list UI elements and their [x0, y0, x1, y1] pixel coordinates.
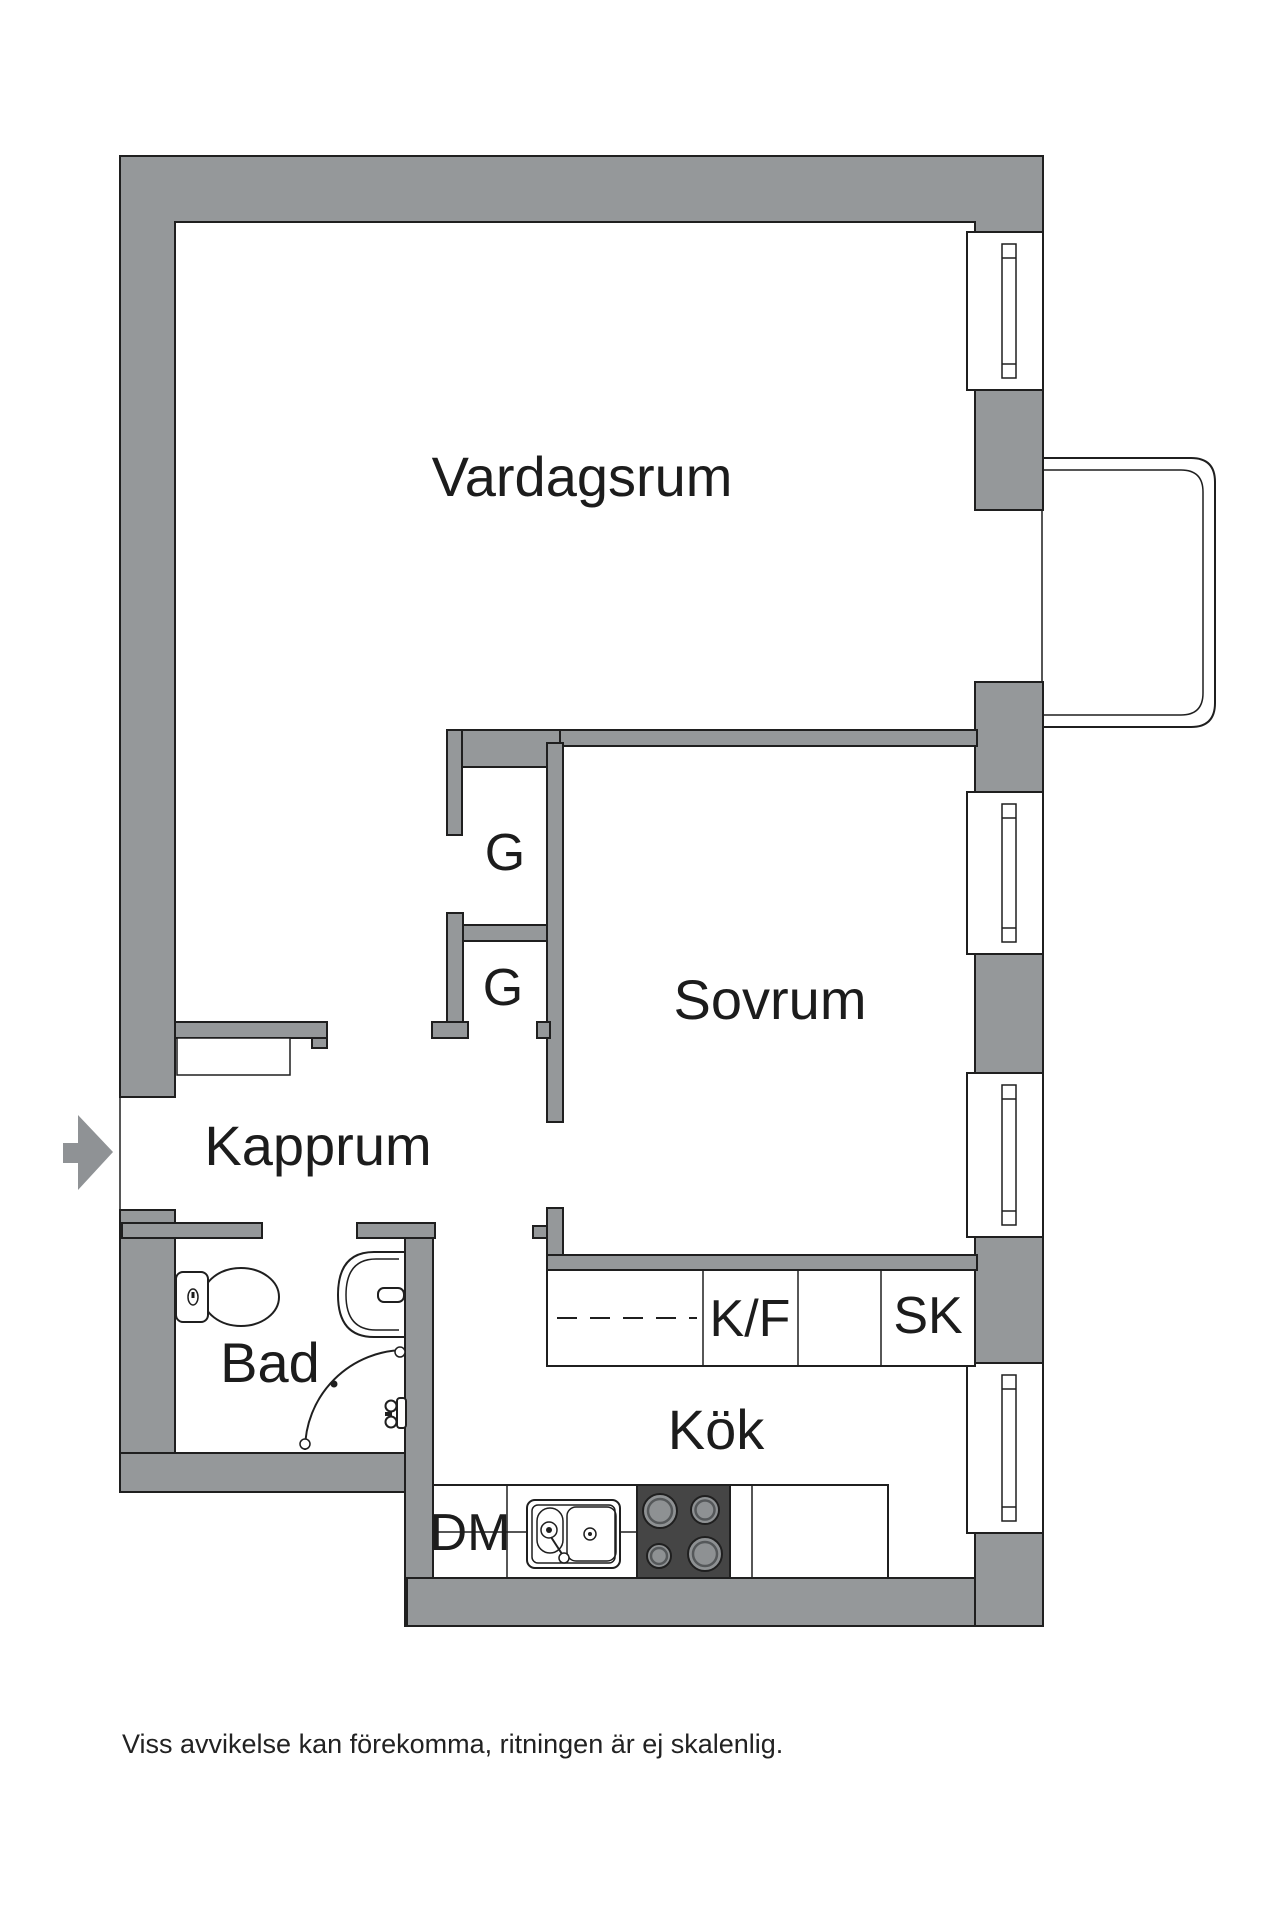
stove-icon [636, 1484, 731, 1579]
wall-left-lower [119, 1209, 176, 1493]
wall-right-block-3 [974, 953, 1044, 1074]
wall-bath-bottom [119, 1452, 434, 1493]
kitchen-north-wall [546, 1254, 978, 1271]
wall-living-bedroom [559, 729, 978, 747]
label-wardrobe-2: G [482, 959, 524, 1017]
outer-walls [119, 155, 1044, 1627]
label-tall-cabinet: SK [893, 1287, 963, 1345]
bath-top-wall-left [121, 1222, 263, 1239]
window-living-room-icon [966, 231, 1044, 391]
toilet-icon [175, 1267, 280, 1327]
disclaimer-text: Viss avvikelse kan förekomma, ritningen … [122, 1729, 784, 1759]
wall-kitchen-bottom [406, 1577, 1044, 1627]
closet-right-wall [546, 742, 564, 1123]
label-dishwasher: DM [429, 1504, 511, 1562]
window-kitchen-icon [966, 1362, 1044, 1534]
shower-icon [299, 1346, 407, 1451]
window-bedroom-2-icon [966, 1072, 1044, 1238]
wall-top-left [119, 155, 1044, 1098]
bathroom-sink-icon [336, 1251, 406, 1338]
hall-north-wall-foot [311, 1037, 328, 1049]
room-label-hallway: Kapprum [204, 1114, 432, 1177]
closet-top-wall [446, 729, 561, 768]
kitchen-sink-icon [526, 1499, 621, 1569]
room-label-bedroom: Sovrum [673, 968, 867, 1031]
room-label-living-room: Vardagsrum [431, 445, 733, 508]
counter-row-upper [546, 1269, 976, 1367]
wall-bath-right [404, 1237, 434, 1627]
wall-right-block-1 [974, 389, 1044, 511]
hall-north-wall [174, 1021, 328, 1039]
door-leaf-icon [176, 1037, 291, 1076]
closet-right-tick [536, 1021, 551, 1039]
wall-right-block-4 [974, 1236, 1044, 1364]
bath-top-wall-right [356, 1222, 436, 1239]
entry-arrow-icon [63, 1115, 113, 1190]
closet-divider-leg [446, 912, 464, 1023]
hall-kitchen-stub-notch [532, 1225, 548, 1239]
wall-right-block-2 [974, 681, 1044, 793]
label-wardrobe-1: G [484, 824, 526, 882]
closet-divider-foot [431, 1021, 469, 1039]
window-bedroom-1-icon [966, 791, 1044, 955]
wall-right-block-5 [974, 1532, 1044, 1627]
closet-left-wall [446, 729, 463, 836]
balcony-railing-icon [1042, 457, 1216, 728]
room-label-kitchen: Kök [667, 1398, 765, 1461]
room-label-bathroom: Bad [220, 1331, 320, 1394]
label-fridge-freezer: K/F [709, 1290, 791, 1348]
